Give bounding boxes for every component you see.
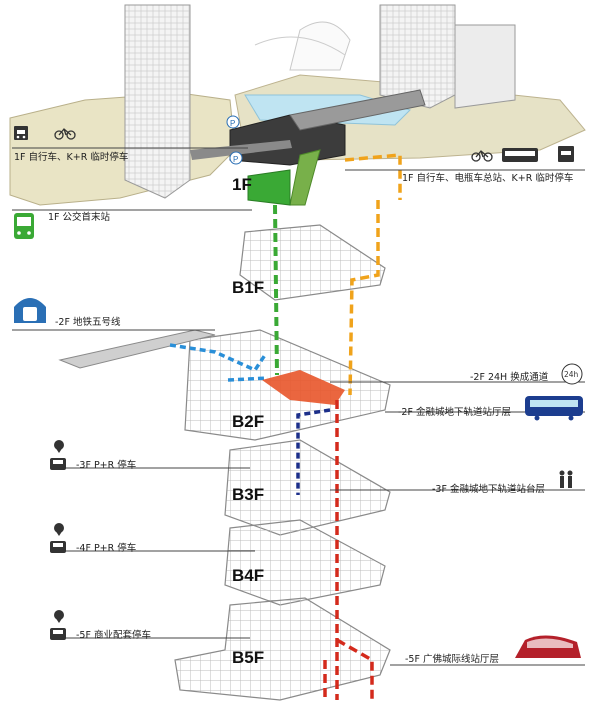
leader-lines [12, 147, 585, 666]
floor-label-b4f: B4F [232, 566, 264, 585]
ann-left-metro5: -2F 地铁五号线 [55, 316, 121, 328]
floor-label-b2f: B2F [232, 412, 264, 431]
floor-label-b3f: B3F [232, 485, 264, 504]
ann-left-1f-parking: 1F 自行车、K+R 临时停车 [14, 151, 128, 163]
ann-right-b3-platform: -3F 金融城地下轨道站台层 [432, 483, 545, 495]
ann-right-1f: 1F 自行车、电瓶车总站、K+R 临时停车 [402, 172, 573, 184]
svg-text:P: P [233, 155, 238, 164]
ann-right-b5-hall: -5F 广佛城际线站厅层 [405, 653, 499, 665]
navy-route [296, 408, 331, 495]
orange-route-bottom [348, 200, 380, 396]
ann-left-1f-bus: 1F 公交首末站 [48, 211, 111, 223]
location-pin-icon [54, 610, 64, 623]
badge-24h-text: 24h [564, 370, 579, 379]
ann-right-b2-channel: -2F 24H 换成通道 [470, 371, 549, 383]
tram-icon [525, 396, 583, 421]
car-icon [558, 146, 574, 162]
ann-left-b3-parking: -3F P+R 停车 [76, 459, 136, 471]
ann-left-b5-parking: -5F 商业配套停车 [76, 629, 151, 641]
car-icon [14, 126, 28, 140]
routes [169, 153, 402, 700]
bus-icon [14, 213, 34, 239]
floor-label-b5f: B5F [232, 648, 264, 667]
metro-icon [14, 298, 46, 323]
location-pin-icon [54, 440, 64, 453]
ann-left-b4-parking: -4F P+R 停车 [76, 542, 136, 554]
car-icon [50, 541, 66, 553]
badge-24h: 24h [561, 363, 583, 385]
slab-b2 [58, 329, 391, 441]
green-route [273, 204, 279, 376]
people-icon [559, 470, 573, 488]
car-icon [50, 458, 66, 470]
watermark: 搜狐号@搜狐焦点防城港站 [402, 681, 570, 698]
floor-label-b1f: B1F [232, 278, 264, 297]
slab-b4 [224, 519, 386, 606]
bicycle-icon [54, 128, 76, 140]
svg-text:P: P [230, 119, 235, 128]
location-pin-icon [54, 523, 64, 536]
bus-icon [502, 148, 538, 162]
bicycle-icon [471, 150, 493, 162]
blue-route [169, 343, 267, 373]
slab-b3 [224, 439, 391, 536]
orange-route-top [344, 153, 402, 200]
floor-label-1f: 1F [232, 175, 252, 194]
transfer-channel [262, 370, 345, 405]
slab-b5 [174, 597, 391, 701]
parking-icon: P [229, 151, 243, 165]
parking-icon: P [226, 115, 240, 129]
car-icon [50, 628, 66, 640]
ground-site [9, 4, 586, 206]
ann-right-b2-hall: -2F 金融城地下轨道站厅层 [398, 406, 511, 418]
highspeed-train-icon [515, 635, 581, 658]
